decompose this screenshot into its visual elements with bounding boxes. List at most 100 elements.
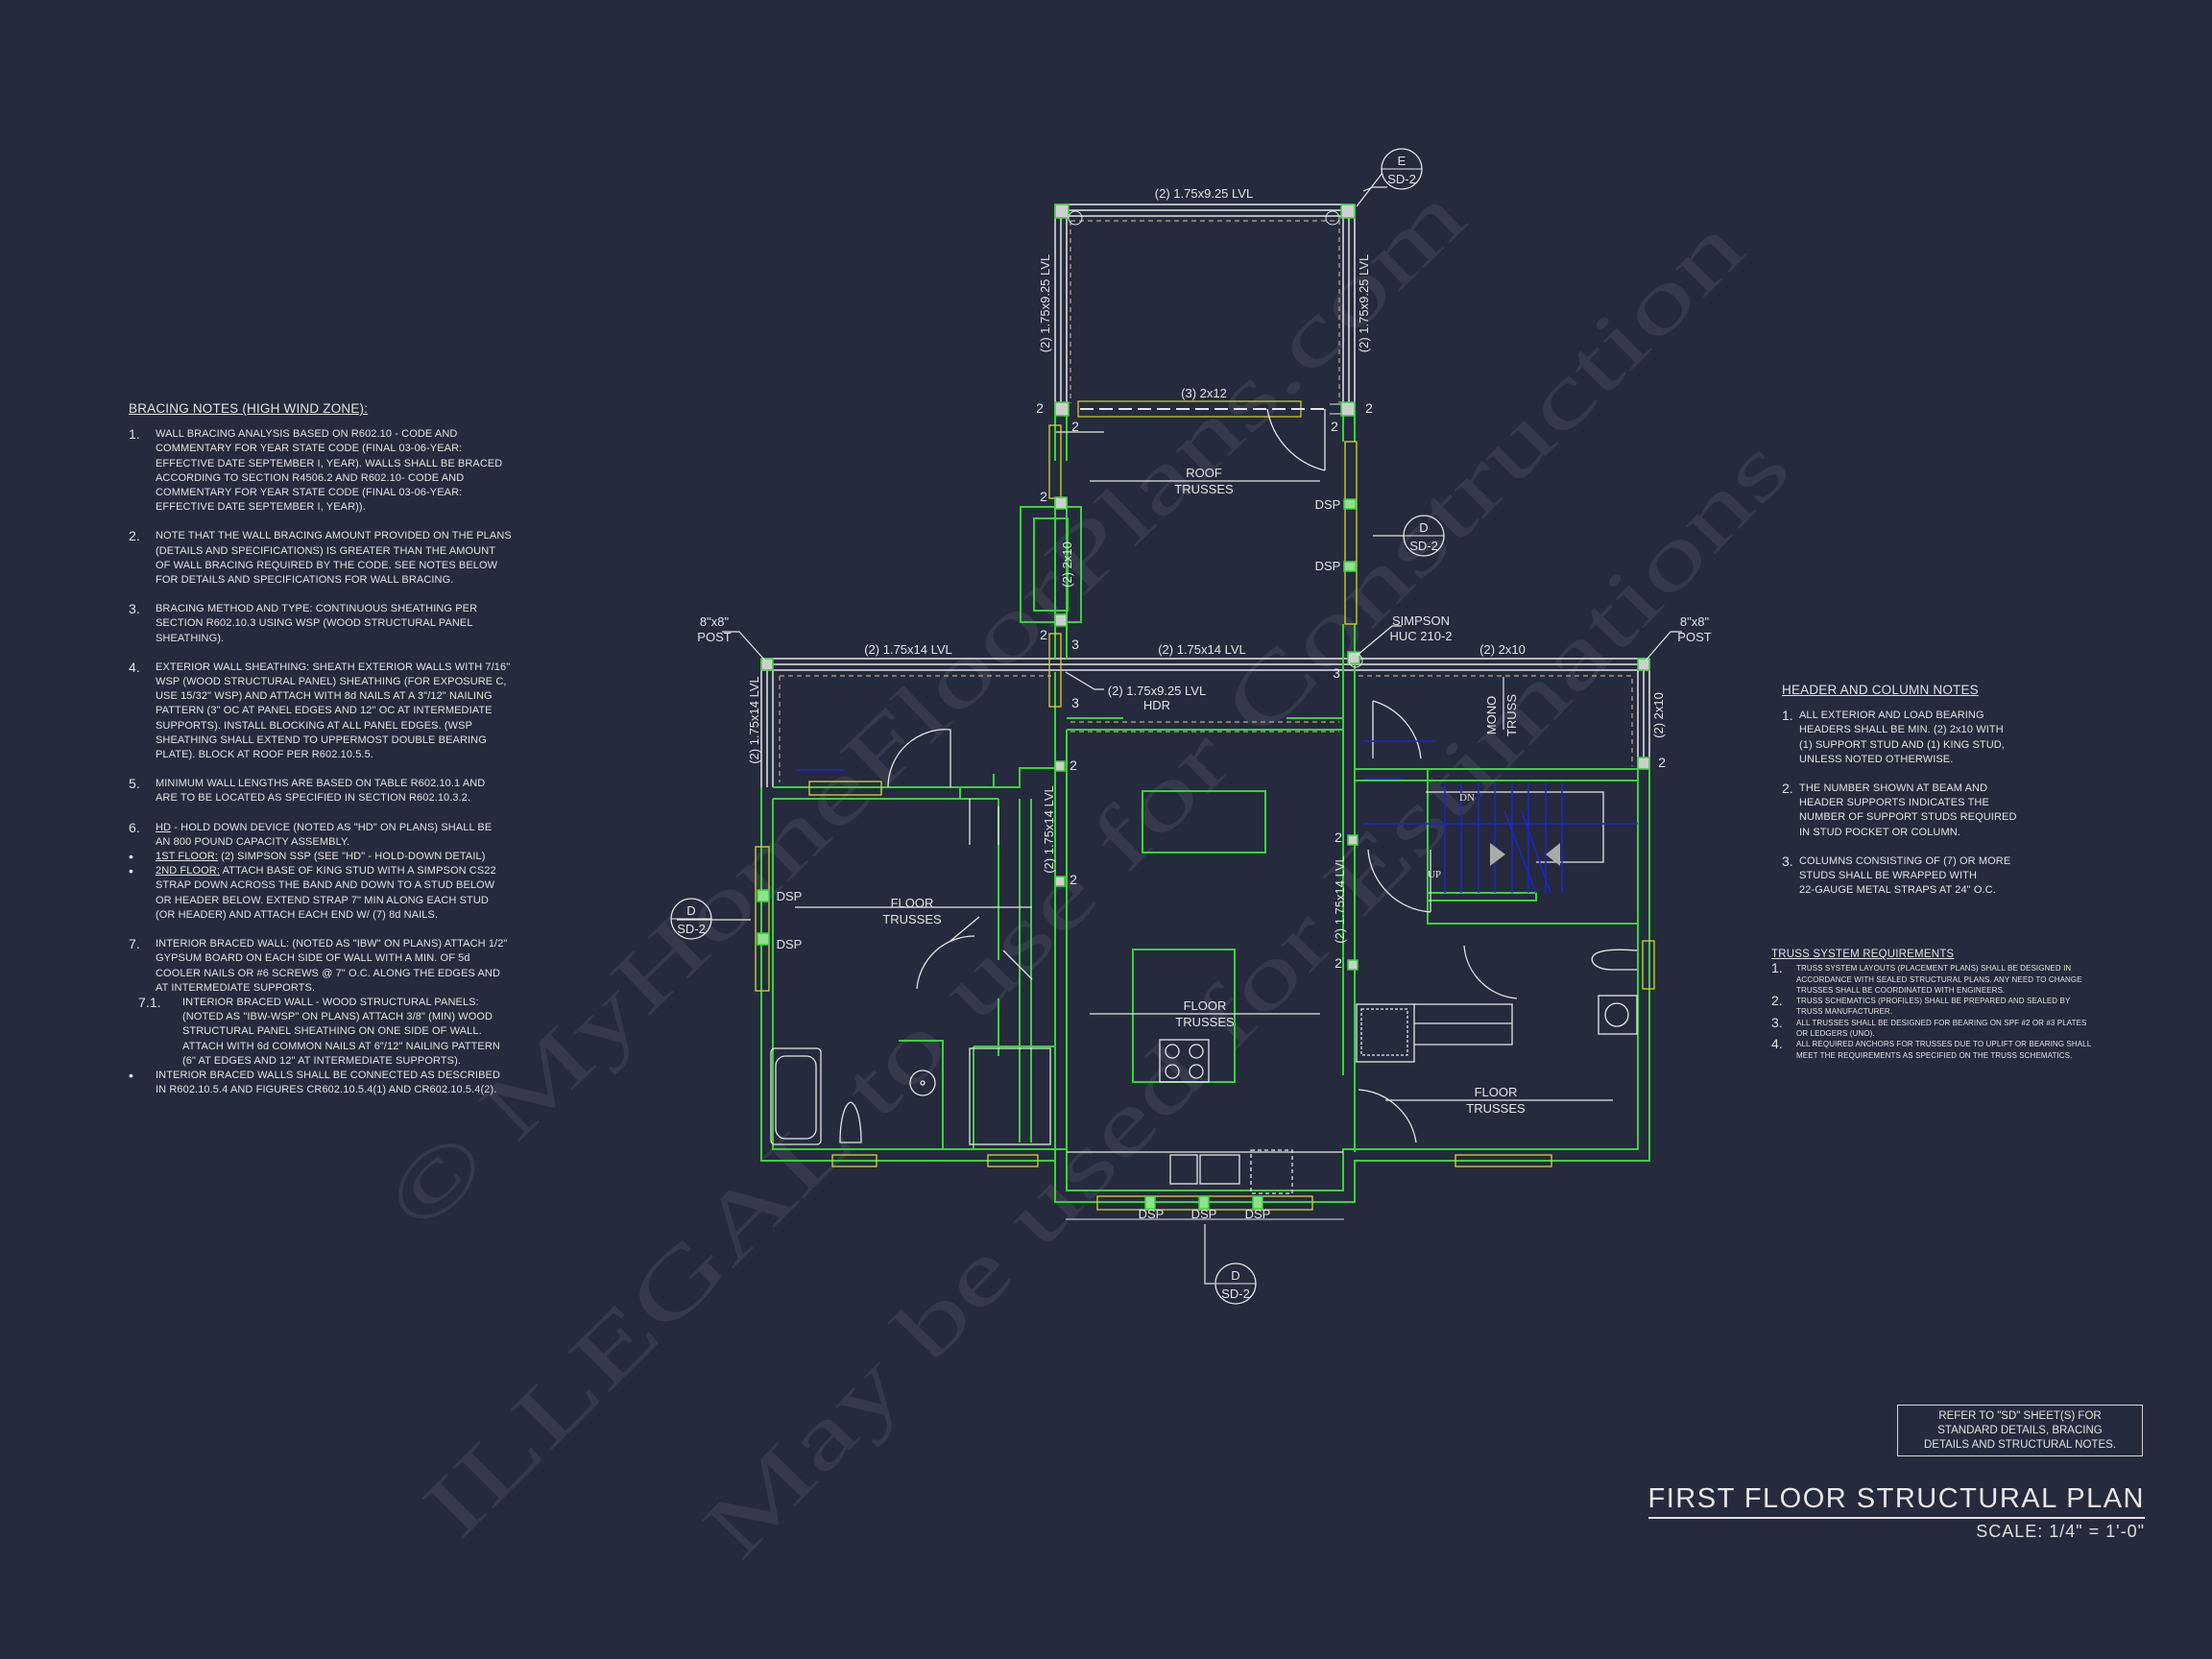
section-marker-d-bottom[interactable]: D SD-2 bbox=[1214, 1262, 1257, 1305]
stud-count: 3 bbox=[1333, 665, 1340, 681]
note-line: STUDS SHALL BE WRAPPED WITH bbox=[1799, 870, 1978, 882]
note-line: (OR HEADER) AND ATTACH EACH END W/ (7) 8… bbox=[156, 908, 439, 921]
note-number: • bbox=[129, 849, 134, 865]
note-item: • 1ST FLOOR: (2) SIMPSON SSP (SEE "HD" - … bbox=[129, 849, 512, 865]
sink-icon bbox=[1604, 1002, 1629, 1027]
sheet-title: FIRST FLOOR STRUCTURAL PLAN bbox=[1647, 1483, 2145, 1519]
note-line: STRUCTURAL PANEL SHEATHING ON ONE SIDE O… bbox=[182, 1025, 482, 1038]
note-line: BRACING METHOD AND TYPE: CONTINUOUS SHEA… bbox=[156, 603, 478, 615]
note-line: WSP (WOOD STRUCTURAL PANEL) SHEATHING (F… bbox=[156, 676, 507, 688]
note-line: PLATE). BLOCK AT ROOF PER R602.10.5.5. bbox=[156, 749, 373, 761]
dsp-label: DSP bbox=[1315, 497, 1341, 512]
floor-trusses-label: TRUSSES bbox=[882, 912, 942, 926]
post-callout: 8"x8" bbox=[700, 614, 730, 629]
roof-trusses-label: ROOF bbox=[1186, 466, 1222, 480]
note-text: (2) SIMPSON SSP (SEE "HD" - HOLD-DOWN DE… bbox=[217, 851, 486, 863]
beam-label: (2) 1.75x14 LVL bbox=[1333, 855, 1347, 944]
note-line: ACCORDANCE WITH SEALED STRUCTURAL PLANS.… bbox=[1796, 974, 2082, 984]
refer-line: DETAILS AND STRUCTURAL NOTES. bbox=[1923, 1439, 2116, 1451]
floor-trusses-label: FLOOR bbox=[1184, 998, 1227, 1013]
note-line: COMMENTARY FOR YEAR STATE CODE (FINAL 03… bbox=[156, 487, 463, 499]
note-line: COMMENTARY FOR YEAR STATE CODE (FINAL 03… bbox=[156, 443, 463, 455]
note-line: MINIMUM WALL LENGTHS ARE BASED ON TABLE … bbox=[156, 778, 486, 790]
note-text: - HOLD DOWN DEVICE (NOTED AS "HD" ON PLA… bbox=[171, 821, 493, 833]
note-line: GYPSUM BOARD ON EACH SIDE OF WALL WITH A… bbox=[156, 952, 470, 965]
stud-count: 2 bbox=[1040, 627, 1047, 642]
note-line: (NOTED AS "IBW-WSP" ON PLANS) ATTACH 3/8… bbox=[182, 1011, 493, 1023]
stair-arrows bbox=[1490, 843, 1560, 866]
section-sheet: SD-2 bbox=[1409, 539, 1438, 553]
beam-label: (2) 2x10 bbox=[1060, 541, 1074, 588]
stud-count: 2 bbox=[1658, 755, 1666, 770]
note-line: 2ND FLOOR: ATTACH BASE OF KING STUD WITH… bbox=[156, 864, 512, 878]
stud-count: 2 bbox=[1070, 872, 1077, 887]
stud-count: 2 bbox=[1334, 955, 1342, 971]
door-swing bbox=[950, 916, 1033, 980]
note-line: AT INTERMEDIATE SUPPORTS. bbox=[156, 981, 316, 994]
note-label: 2ND FLOOR: bbox=[156, 865, 221, 878]
section-marker-e[interactable]: E SD-2 bbox=[1381, 148, 1423, 190]
door-swing bbox=[887, 729, 951, 788]
note-number: 3. bbox=[1771, 1014, 1783, 1030]
floor-trusses-label: TRUSSES bbox=[1175, 1015, 1235, 1029]
note-number: 4. bbox=[1771, 1036, 1783, 1052]
note-line: ALL TRUSSES SHALL BE DESIGNED FOR BEARIN… bbox=[1796, 1018, 2087, 1027]
note-line: TRUSS SYSTEM LAYOUTS (PLACEMENT PLANS) S… bbox=[1796, 964, 2072, 974]
dsp-markers bbox=[757, 498, 1357, 1210]
note-line: OR HEADER BELOW. EXTEND STRAP 7" MIN ALO… bbox=[156, 894, 489, 906]
note-line: NOTE THAT THE WALL BRACING AMOUNT PROVID… bbox=[156, 530, 512, 542]
note-line: STRAP DOWN ACROSS THE BAND AND DOWN TO A… bbox=[156, 879, 495, 892]
dsp-label: DSP bbox=[1191, 1207, 1217, 1221]
washer-dryer bbox=[1356, 1003, 1415, 1063]
section-marker-d-right[interactable]: D SD-2 bbox=[1403, 515, 1445, 557]
note-item: 4.EXTERIOR WALL SHEATHING: SHEATH EXTERI… bbox=[129, 660, 512, 762]
mono-truss-label: TRUSS bbox=[1504, 694, 1519, 736]
stud-count: 2 bbox=[1334, 830, 1342, 845]
note-item: •INTERIOR BRACED WALLS SHALL BE CONNECTE… bbox=[129, 1068, 512, 1097]
section-sheet: SD-2 bbox=[1387, 172, 1416, 186]
stud-count: 2 bbox=[1040, 489, 1047, 504]
beam-label: (2) 1.75x9.25 LVL bbox=[1038, 254, 1052, 352]
dsp-label: DSP bbox=[1315, 559, 1341, 573]
note-item: 1.WALL BRACING ANALYSIS BASED ON R602.10… bbox=[129, 427, 512, 515]
corner-post-icon bbox=[1325, 210, 1340, 226]
note-line: FOR DETAILS AND SPECIFICATIONS FOR WALL … bbox=[156, 574, 454, 587]
stair-up-label: UP bbox=[1428, 869, 1441, 880]
note-line: ACCORDING TO SECTION R4506.2 AND R602.10… bbox=[156, 471, 465, 484]
section-marker-d-left[interactable]: D SD-2 bbox=[670, 898, 712, 940]
note-number: 6. bbox=[129, 819, 140, 835]
dsp-label: DSP bbox=[1139, 1207, 1165, 1221]
note-label: 1ST FLOOR: bbox=[156, 851, 218, 863]
beam-label: (2) 1.75x9.25 LVL bbox=[1357, 254, 1371, 352]
watermark-text: May be used for Estimations bbox=[684, 418, 1808, 1576]
stud-count: 2 bbox=[1070, 757, 1077, 773]
windows bbox=[755, 424, 1655, 1211]
section-letter: E bbox=[1398, 154, 1407, 168]
note-line: SHEATHING). bbox=[156, 632, 225, 644]
stud-count: 3 bbox=[1071, 637, 1079, 652]
note-line: INTERIOR BRACED WALLS SHALL BE CONNECTED… bbox=[156, 1069, 501, 1081]
note-number: 3. bbox=[129, 601, 140, 617]
bathtub-icon bbox=[770, 1047, 822, 1145]
note-line: AN 800 POUND CAPACITY ASSEMBLY. bbox=[156, 835, 350, 848]
notes-title: BRACING NOTES (HIGH WIND ZONE): bbox=[129, 401, 369, 416]
note-number: 1. bbox=[1771, 960, 1783, 976]
stairs bbox=[797, 740, 1638, 894]
note-line: TRUSS SCHEMATICS (PROFILES) SHALL BE PRE… bbox=[1796, 997, 2071, 1006]
note-line: SHEATHING SHALL EXTEND TO UPPERMOST DOUB… bbox=[156, 733, 487, 746]
post-callout: POST bbox=[1677, 630, 1711, 644]
floor-trusses-label: FLOOR bbox=[1475, 1085, 1518, 1099]
door-swing bbox=[916, 935, 975, 990]
stud-count: 2 bbox=[1071, 419, 1079, 434]
note-item: 6.HD - HOLD DOWN DEVICE (NOTED AS "HD" O… bbox=[129, 819, 512, 850]
note-line: EFFECTIVE DATE SEPTEMBER I, YEAR). WALLS… bbox=[156, 457, 503, 469]
dsp-label: DSP bbox=[1245, 1207, 1271, 1221]
beam-label: (3) 2x12 bbox=[1181, 386, 1227, 400]
section-sheet: SD-2 bbox=[1221, 1286, 1250, 1301]
floor-trusses-label: FLOOR bbox=[891, 896, 934, 910]
note-line: TRUSSES SHALL BE COORDINATED WITH ENGINE… bbox=[1796, 985, 2006, 995]
